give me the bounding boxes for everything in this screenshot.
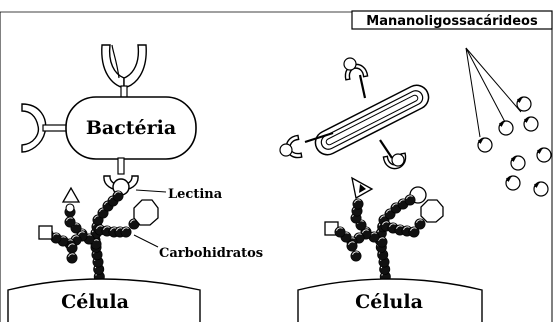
carbohydrate-bead <box>335 227 345 237</box>
carbohydrate-chains-left <box>43 191 145 289</box>
mos-title: Mananoligossacárideos <box>366 14 538 29</box>
carbohydrate-bead <box>351 251 361 261</box>
octagon-sugar <box>134 200 158 225</box>
cell-right-label: Célula <box>355 291 423 313</box>
bacteria-label: Bactéria <box>86 117 176 139</box>
bacteria-body: Bactéria <box>66 97 196 159</box>
bacteria-bound-mos <box>280 58 433 170</box>
free-mos-molecule <box>517 97 531 111</box>
free-mos-molecule <box>506 176 520 190</box>
lectin-label: Lectina <box>168 187 223 202</box>
free-mos-molecule <box>534 182 548 196</box>
carbohydrate-bead <box>121 227 131 237</box>
free-mos-molecule <box>524 117 538 131</box>
carbohydrate-bead <box>113 191 123 201</box>
mos-pointer-lines <box>466 48 521 137</box>
cell-left: Célula <box>8 279 200 322</box>
mos-title-box: Mananoligossacárideos <box>352 11 552 29</box>
carbohydrate-bead <box>415 219 425 229</box>
free-mos-molecule <box>511 156 525 170</box>
octagon-sugar-right <box>421 200 443 222</box>
carbohydrate-bead <box>405 195 415 205</box>
free-mos-molecule <box>478 138 492 152</box>
free-mos-molecule <box>499 121 513 135</box>
carbohydrate-bead <box>67 253 77 263</box>
carbohydrate-chains-right <box>335 195 425 289</box>
free-mos-group <box>478 97 551 196</box>
carbohydrate-bead <box>67 243 77 253</box>
triangle-sugar <box>63 188 79 202</box>
carbohydrate-bead <box>347 241 357 251</box>
square-sugar <box>39 226 52 239</box>
bacteria-left-lectin <box>22 104 67 152</box>
cell-left-label: Célula <box>61 291 129 313</box>
cell-right: Célula <box>298 279 482 322</box>
carbohydrate-bead <box>65 217 75 227</box>
bacteria-bottom-lectin <box>104 158 138 195</box>
free-mos-molecule <box>537 148 551 162</box>
carbohydrate-label: Carbohidratos <box>159 246 263 261</box>
bacteria-top-lectin <box>102 45 146 100</box>
carbohydrate-annotation: Carbohidratos <box>134 235 263 261</box>
carbohydrate-bead <box>353 199 363 209</box>
